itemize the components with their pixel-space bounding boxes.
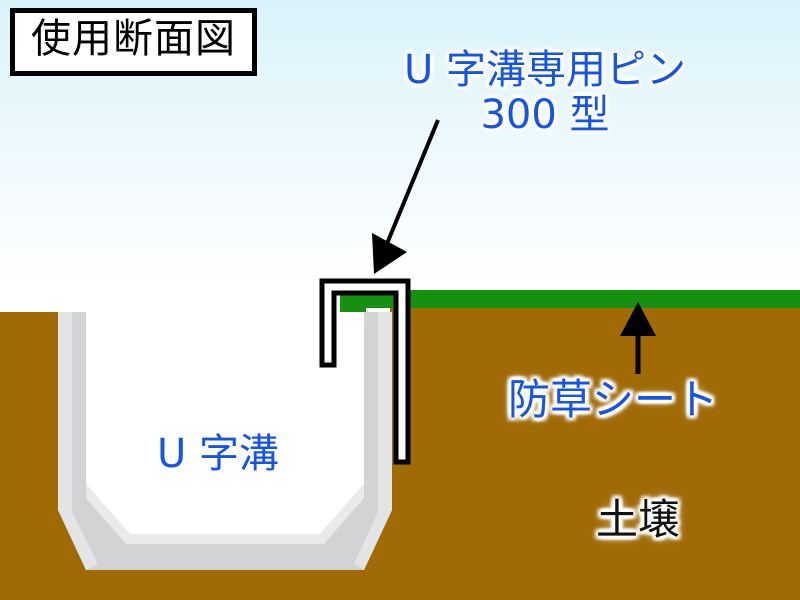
arrow-down-left-icon — [350, 100, 460, 280]
label-weed-sheet: 防草シート — [508, 375, 719, 424]
label-u-gutter: U 字溝 — [157, 431, 279, 477]
soil-right-body — [390, 308, 800, 600]
u-shaped-concrete-gutter — [58, 312, 392, 572]
weed-control-sheet-top — [352, 290, 800, 308]
u-gutter-pin-300 — [316, 272, 416, 472]
label-pin: U 字溝専用ピン 300 型 — [404, 48, 686, 138]
arrow-up-icon — [610, 298, 670, 378]
label-pin-line2: 300 型 — [480, 91, 610, 138]
title-text: 使用断面図 — [31, 16, 236, 62]
label-soil: 土壌 — [596, 495, 681, 544]
label-pin-line1: U 字溝専用ピン — [404, 47, 686, 93]
title-box: 使用断面図 — [10, 8, 257, 76]
